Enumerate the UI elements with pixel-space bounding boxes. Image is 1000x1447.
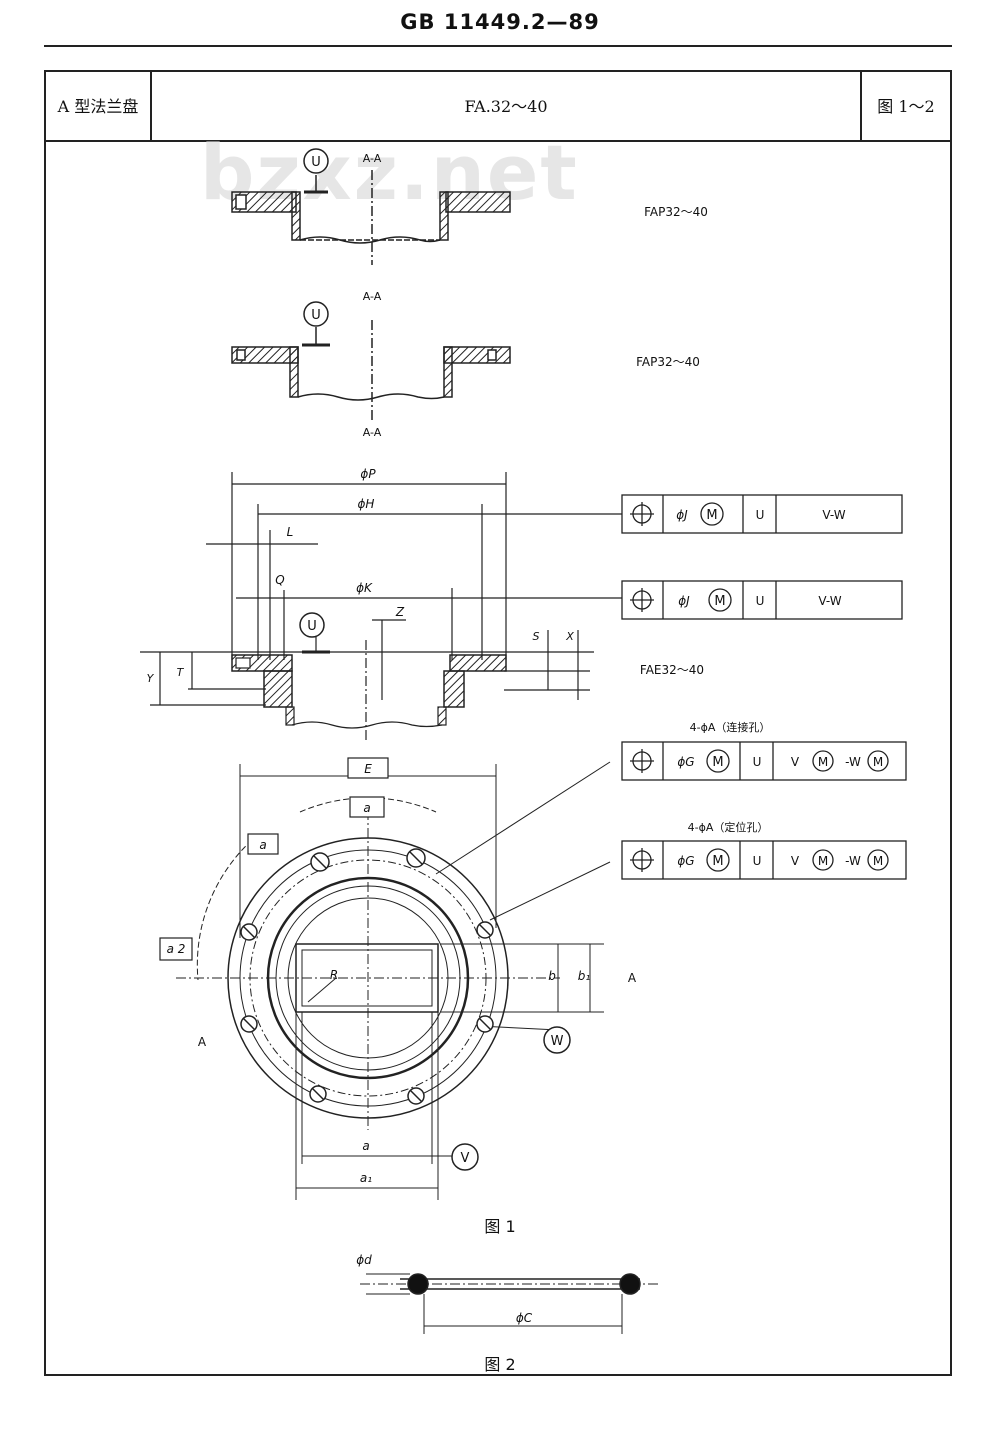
- tolerance-frame-2: [621, 580, 903, 620]
- modifier-m-icon: [700, 502, 724, 526]
- bolt-holes: [240, 848, 494, 1105]
- hole-note-locate: 4-ϕA（定位孔）: [688, 820, 769, 834]
- tol-datum2-3: V: [791, 755, 800, 769]
- title-center: FA.32～40: [152, 70, 860, 142]
- datum-w-label: W: [551, 1034, 564, 1049]
- modifier-m-icon: [867, 849, 889, 871]
- tol-datum3-3: -W: [845, 755, 861, 769]
- tol-value-1: ϕJ: [676, 508, 688, 522]
- figure-1-caption: 图 1: [484, 1217, 515, 1236]
- title-right: 图 1～2: [860, 70, 950, 142]
- section-label-3: A-A: [363, 426, 382, 439]
- dim-a1: a₁: [360, 1171, 372, 1185]
- dim-phi-k: ϕK: [356, 581, 373, 595]
- hole-note-connect: 4-ϕA（连接孔）: [690, 721, 771, 734]
- dim-b: b: [548, 969, 556, 983]
- dim-e: E: [364, 762, 372, 776]
- dim-s: S: [533, 630, 540, 643]
- tol-datum1-3: U: [753, 755, 762, 769]
- modifier-m-icon: [812, 849, 834, 871]
- tol-datum1-4: U: [753, 854, 762, 868]
- tol-datum1-2: U: [756, 594, 765, 608]
- dim-y: Y: [147, 672, 155, 685]
- title-left: A 型法兰盘: [46, 70, 152, 142]
- datum-u-icon: [303, 148, 329, 174]
- dim-a-top: a: [363, 801, 370, 815]
- tol-datum2-4: V: [791, 854, 800, 868]
- fae-label: FAE32～40: [640, 663, 704, 677]
- fap-mid-label: FAP32～40: [636, 355, 700, 369]
- dim-x: X: [565, 630, 574, 643]
- header-rule: [44, 45, 952, 47]
- dim-a-left: a: [259, 838, 266, 852]
- dim-z: Z: [395, 605, 405, 619]
- dim-phi-h: ϕH: [358, 497, 375, 511]
- section-label-1: A-A: [363, 152, 382, 165]
- tolerance-frame-4: [621, 840, 907, 880]
- dim-a2-box: [159, 937, 193, 961]
- modifier-m-icon: [812, 750, 834, 772]
- tol-mod-3b: M: [818, 755, 828, 769]
- tol-datum3-4: -W: [845, 854, 861, 868]
- tol-datum2-2: V-W: [818, 594, 841, 608]
- tol-mod-4: M: [712, 854, 723, 869]
- datum-w-icon: [543, 1026, 571, 1054]
- tolerance-frame-3: [621, 741, 907, 781]
- modifier-m-icon: [867, 750, 889, 772]
- dim-e-box: [347, 757, 389, 779]
- dim-phi-d: ϕd: [356, 1253, 372, 1267]
- dim-a-small: a: [362, 1139, 369, 1153]
- tol-mod-1: M: [706, 508, 717, 523]
- datum-v-icon: [451, 1143, 479, 1171]
- datum-u-icon: [299, 612, 325, 638]
- tol-value-4: ϕG: [677, 854, 694, 868]
- dim-phi-c: ϕC: [516, 1311, 533, 1325]
- datum-u-label-1: U: [311, 155, 321, 170]
- tol-mod-3: M: [712, 755, 723, 770]
- dim-b1: b₁: [578, 969, 591, 983]
- fap-top-label: FAP32～40: [644, 205, 708, 219]
- modifier-m-icon: [706, 848, 730, 872]
- dim-q: Q: [275, 573, 284, 587]
- section-label-2: A-A: [363, 290, 382, 303]
- tol-mod-3c: M: [873, 755, 883, 769]
- dim-a-box-left: [247, 833, 279, 855]
- tol-mod-4c: M: [873, 854, 883, 868]
- tol-mod-4b: M: [818, 854, 828, 868]
- dim-l: L: [287, 525, 294, 539]
- modifier-m-icon: [706, 749, 730, 773]
- datum-u-label-2: U: [311, 308, 321, 323]
- flange-plan-view: [176, 761, 611, 1200]
- section-mark-left: A: [198, 1035, 207, 1049]
- dim-t: T: [177, 666, 185, 679]
- fap-section-top: [231, 170, 511, 265]
- tolerance-frame-1: [621, 494, 903, 534]
- figure-2-caption: 图 2: [484, 1355, 515, 1374]
- datum-u-icon: [303, 301, 329, 327]
- seal-ring: [360, 1273, 660, 1334]
- section-mark-right: A: [628, 971, 637, 985]
- tol-value-2: ϕJ: [678, 594, 690, 608]
- dim-a-box-top: [349, 796, 385, 818]
- tol-value-3: ϕG: [677, 755, 694, 769]
- dim-r: R: [330, 968, 338, 982]
- tol-mod-2: M: [714, 594, 725, 609]
- datum-u-label-3: U: [307, 619, 317, 634]
- tol-datum2-1: V-W: [822, 508, 845, 522]
- datum-v-label: V: [461, 1151, 470, 1166]
- dim-phi-p: ϕP: [360, 467, 376, 481]
- fap-section-mid: [231, 320, 511, 420]
- modifier-m-icon: [708, 588, 732, 612]
- fae-section: [140, 472, 622, 740]
- dim-a2: a 2: [167, 942, 186, 956]
- tol-datum1-1: U: [756, 508, 765, 522]
- drawing-frame: [44, 70, 952, 1376]
- standard-number: GB 11449.2—89: [400, 10, 600, 34]
